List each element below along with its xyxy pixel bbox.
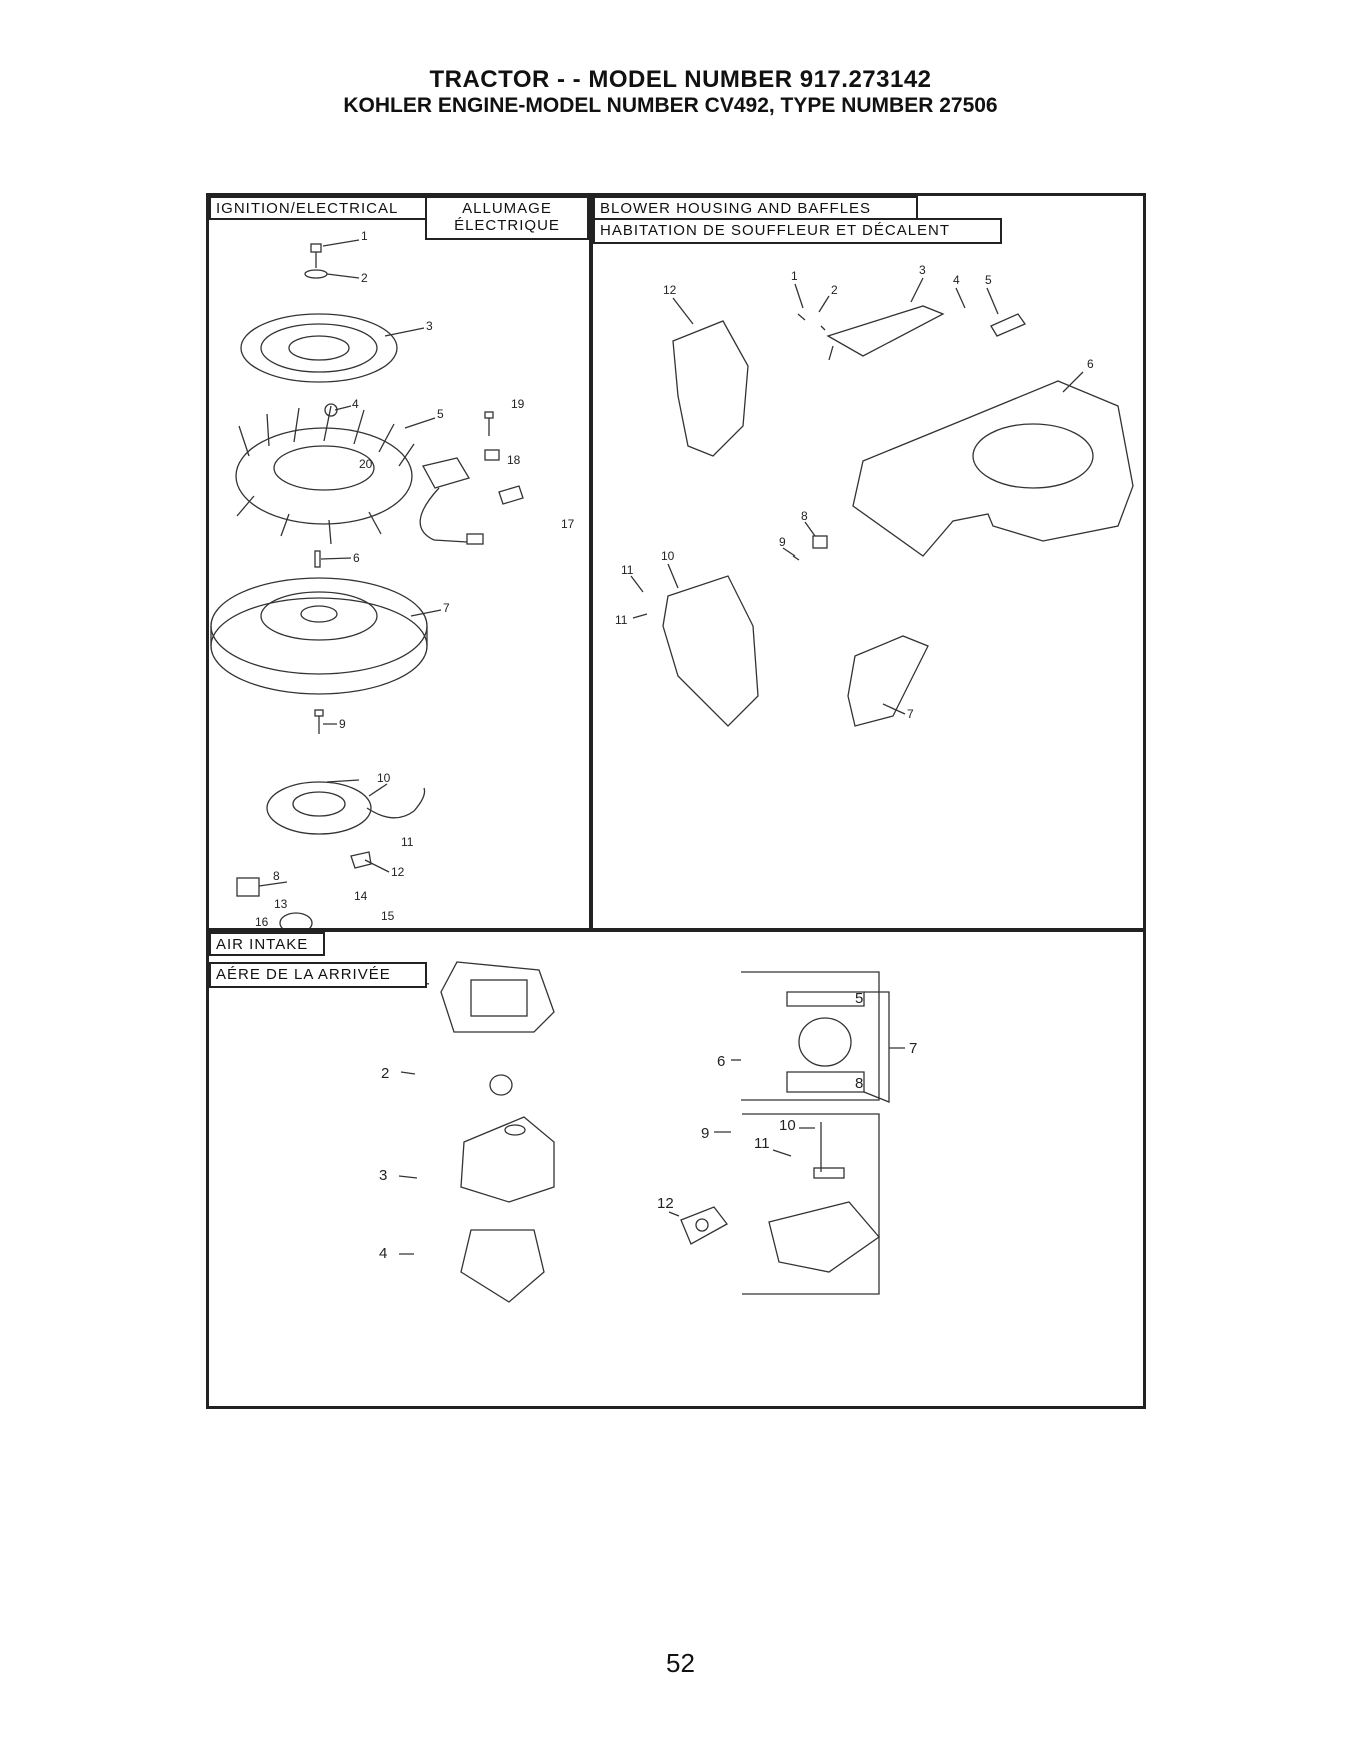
blower-parts-diagram: 1 2 3 4 5 6 7 8 9 10 11 11 12: [615, 263, 1134, 727]
callout: 4: [953, 273, 960, 287]
air-intake-callouts: 1 2 3 4 5 6 7 8 9 10 11 12: [379, 971, 917, 1262]
callout: 9: [779, 535, 786, 549]
callout: 11: [754, 1135, 770, 1152]
callout: 11: [615, 613, 628, 627]
air-intake-label-fr: AÉRE DE LA ARRIVÉE: [209, 962, 427, 988]
ignition-parts-diagram: 1 2 3 4 5 6 7 8 9 10 11 12 13 14 15 16 1…: [210, 229, 575, 928]
callout: 9: [339, 717, 346, 731]
blower-housing-panel: 1 2 3 4 5 6 7 8 9 10 11 11 12 BLOWER HOU…: [590, 193, 1146, 931]
callout: 6: [717, 1053, 725, 1070]
callout: 16: [255, 915, 269, 928]
callout: 10: [661, 549, 675, 563]
callout: 17: [561, 517, 575, 531]
callout: 8: [855, 1075, 863, 1092]
callout: 1: [791, 269, 798, 283]
ignition-label-en: IGNITION/ELECTRICAL: [209, 196, 427, 220]
callout: 2: [831, 283, 838, 297]
callout: 11: [401, 835, 414, 849]
air-intake-label-en: AIR INTAKE: [209, 932, 325, 956]
page-subtitle: KOHLER ENGINE-MODEL NUMBER CV492, TYPE N…: [343, 94, 998, 117]
blower-label-fr: HABITATION DE SOUFFLEUR ET DÉCALENT: [593, 218, 1002, 244]
callout: 5: [437, 407, 444, 421]
callout: 8: [801, 509, 808, 523]
callout: 18: [507, 453, 521, 467]
callout: 12: [663, 283, 677, 297]
callout: 1: [361, 229, 368, 243]
page-number: 52: [666, 1648, 695, 1678]
callout: 14: [354, 889, 368, 903]
blower-label-en: BLOWER HOUSING AND BAFFLES: [593, 196, 918, 220]
callout: 15: [381, 909, 395, 923]
ignition-label-fr-line2: ÉLECTRIQUE: [454, 217, 560, 234]
callout: 7: [443, 601, 450, 615]
air-intake-panel: 1 2 3 4 5 6 7 8 9 10 11 12 AIR INTAKE AÉ…: [206, 929, 1146, 1409]
callout: 10: [377, 771, 391, 785]
callout: 3: [426, 319, 433, 333]
callout: 9: [701, 1125, 709, 1142]
callout: 7: [907, 707, 914, 721]
callout: 6: [1087, 357, 1094, 371]
callout: 10: [779, 1117, 796, 1134]
ignition-electrical-panel: 1 2 3 4 5 6 7 8 9 10 11 12 13 14 15 16 1…: [206, 193, 592, 931]
callout: 3: [919, 263, 926, 277]
ignition-callouts: 1 2 3 4 5 6 7 8 9 10 11 12 13 14 15 16 1…: [255, 229, 575, 928]
callout: 20: [359, 457, 373, 471]
callout: 2: [381, 1065, 389, 1082]
callout: 5: [985, 273, 992, 287]
callout: 7: [909, 1040, 917, 1057]
callout: 11: [621, 563, 634, 577]
callout: 12: [391, 865, 405, 879]
callout: 6: [353, 551, 360, 565]
callout: 19: [511, 397, 525, 411]
ignition-label-fr-line1: ALLUMAGE: [462, 200, 552, 217]
callout: 13: [274, 897, 288, 911]
callout: 2: [361, 271, 368, 285]
air-intake-parts-diagram: 1 2 3 4 5 6 7 8 9 10 11 12: [379, 961, 917, 1303]
callout: 3: [379, 1167, 387, 1184]
callout: 4: [379, 1245, 387, 1262]
callout: 4: [352, 397, 359, 411]
callout: 5: [855, 990, 863, 1007]
page-title: TRACTOR - - MODEL NUMBER 917.273142: [429, 66, 932, 93]
blower-callouts: 1 2 3 4 5 6 7 8 9 10 11 11 12: [615, 263, 1094, 721]
callout: 12: [657, 1195, 674, 1212]
callout: 8: [273, 869, 280, 883]
ignition-label-fr: ALLUMAGE ÉLECTRIQUE: [425, 196, 589, 240]
